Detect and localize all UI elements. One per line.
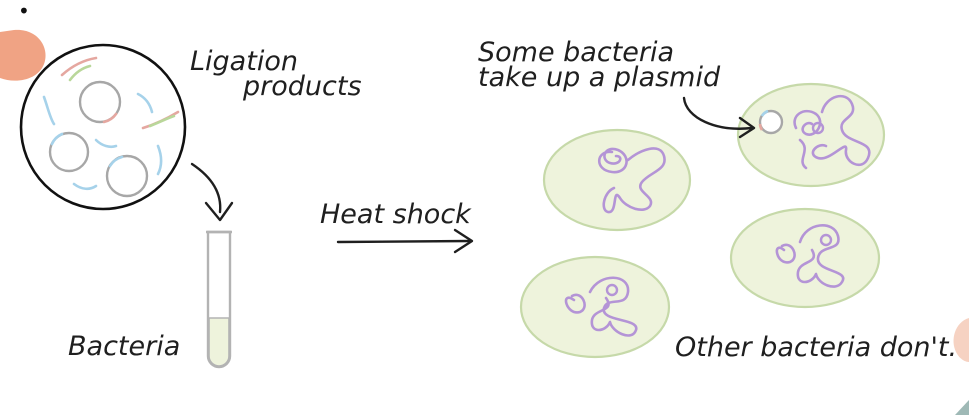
arrow-dish-to-tube-head xyxy=(204,201,234,222)
ligation-label-line1: Ligation xyxy=(190,46,298,77)
some-bacteria-label-line1: Some bacteria xyxy=(478,37,674,68)
arrow-dish-to-tube xyxy=(190,162,222,214)
heat-shock-arrow-head xyxy=(453,228,474,254)
ligation-dish xyxy=(19,43,187,211)
slide-bullet: • xyxy=(18,0,30,23)
dna-fragment xyxy=(94,138,118,149)
some-bacteria-label-line2: take up a plasmid xyxy=(478,62,721,93)
plasmid xyxy=(105,154,149,198)
plasmid xyxy=(78,80,122,124)
dna-fragment xyxy=(136,92,154,114)
corner-triangle-bottom-right xyxy=(955,400,969,415)
corner-blob-top-left xyxy=(0,29,46,81)
free-plasmid xyxy=(758,109,784,135)
corner-blob-right xyxy=(953,318,969,362)
heat-shock-label: Heat shock xyxy=(320,199,472,230)
dna-fragment xyxy=(68,64,92,82)
dna-fragment xyxy=(156,144,163,176)
bacteria-label: Bacteria xyxy=(68,331,180,362)
bacterium-cell-with-plasmid xyxy=(736,82,886,188)
bacteria-tube xyxy=(206,230,232,369)
bacterium-cell xyxy=(542,128,692,232)
arrow-to-plasmid xyxy=(682,96,754,130)
dna-fragment xyxy=(60,56,98,77)
heat-shock-arrow xyxy=(336,239,472,244)
other-bacteria-label: Other bacteria don't. xyxy=(675,332,957,363)
dna-fragment xyxy=(72,182,98,191)
bacterium-cell xyxy=(519,255,671,359)
plasmid xyxy=(48,131,90,173)
arrow-to-plasmid-head xyxy=(738,116,756,139)
dna-fragment xyxy=(42,95,56,126)
dna-fragment xyxy=(148,114,176,128)
bacterium-cell xyxy=(729,207,881,309)
ligation-label-line2: products xyxy=(242,71,362,102)
